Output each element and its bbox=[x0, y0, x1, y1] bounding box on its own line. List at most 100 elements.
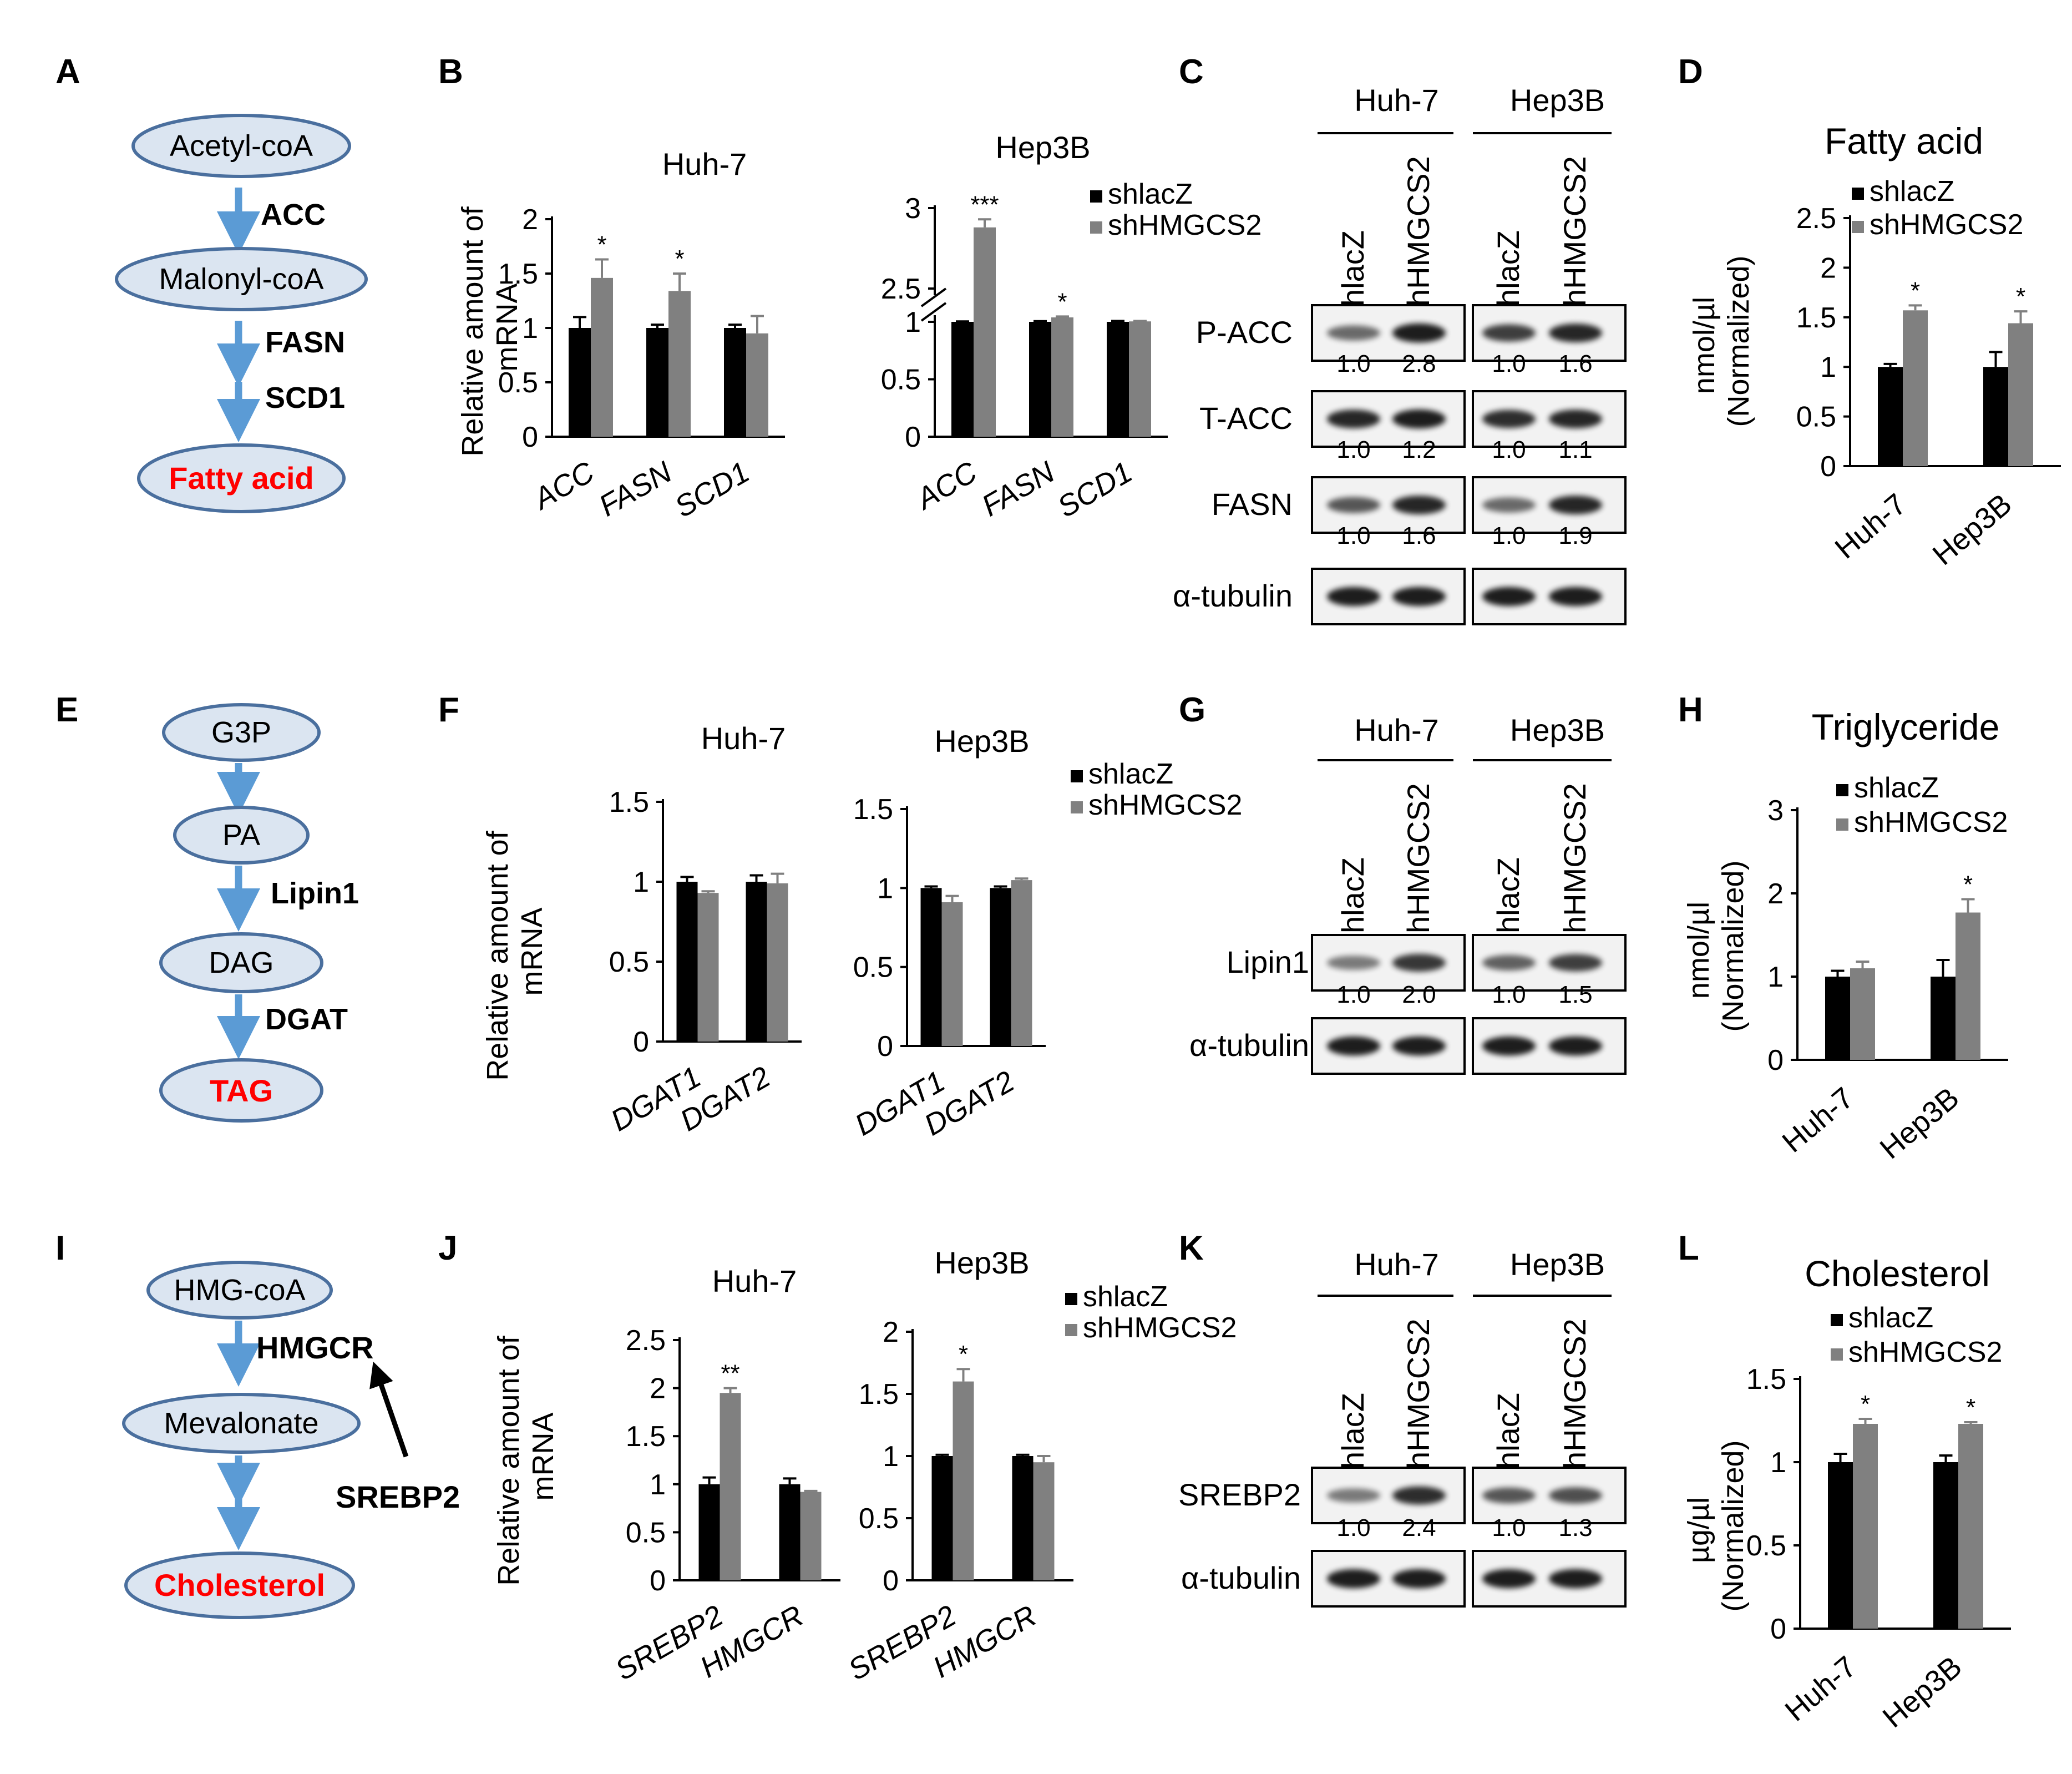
significance-marker: * bbox=[1911, 277, 1920, 304]
bar-shhmgcs2-huh7 bbox=[1850, 968, 1875, 1060]
y-tick-label: 1.5 bbox=[609, 786, 649, 818]
y-tick-label: 1.5 bbox=[853, 794, 893, 826]
bar-shlacz-dgat1 bbox=[920, 888, 942, 1046]
blot-band bbox=[1327, 1569, 1380, 1589]
blot-quantification: 1.6 bbox=[1402, 522, 1436, 549]
bar-shlacz-scd1 bbox=[1107, 322, 1129, 437]
panel-letter-f: F bbox=[438, 691, 459, 729]
panel-letter-a: A bbox=[55, 53, 80, 91]
category-label: Huh-7 bbox=[1776, 1081, 1860, 1159]
y-tick-label: 1.5 bbox=[626, 1421, 666, 1453]
legend-label: shHMGCS2 bbox=[1083, 1312, 1237, 1344]
svg-text:Malonyl-coA: Malonyl-coA bbox=[159, 262, 323, 296]
significance-marker: * bbox=[1861, 1391, 1870, 1418]
bar-shhmgcs2-dgat1 bbox=[941, 902, 963, 1046]
legend-label: shHMGCS2 bbox=[1108, 209, 1262, 241]
blot-quantification: 1.0 bbox=[1336, 350, 1370, 377]
y-tick-label: 1 bbox=[883, 1441, 899, 1473]
legend-label: shHMGCS2 bbox=[1854, 806, 2008, 838]
blot-lane-label: shHMGCS2 bbox=[1557, 156, 1592, 322]
blot-band bbox=[1482, 497, 1536, 513]
svg-text:HMG-coA: HMG-coA bbox=[174, 1273, 305, 1307]
legend-swatch-shlacz bbox=[1071, 770, 1083, 782]
blot-band bbox=[1482, 1487, 1536, 1504]
blot-cell-header: Huh-7 bbox=[1354, 712, 1439, 747]
bar-shhmgcs2-hep3b bbox=[1956, 912, 1980, 1060]
blot-lane-label: shlacZ bbox=[1491, 857, 1526, 949]
bar-shlacz-srebp2 bbox=[931, 1456, 953, 1580]
y-tick-label: 0.5 bbox=[853, 952, 893, 984]
blot-quantification: 1.0 bbox=[1336, 1514, 1370, 1541]
blot-quantification: 1.0 bbox=[1336, 436, 1370, 463]
bar-shlacz-fasn bbox=[1029, 322, 1051, 437]
significance-marker: *** bbox=[970, 191, 999, 218]
blot-lane-label: shHMGCS2 bbox=[1401, 1318, 1436, 1484]
bar-shlacz-acc bbox=[951, 322, 974, 437]
blot-lane-label: shHMGCS2 bbox=[1557, 1318, 1592, 1484]
blot-row-label: α-tubulin bbox=[1189, 1028, 1309, 1063]
y-axis-label: Relative amount of mRNA bbox=[492, 1327, 560, 1585]
y-axis-label: nmol/µl (Normalized) bbox=[1682, 860, 1750, 1032]
blot-band bbox=[1549, 324, 1602, 342]
y-axis-label: µg/µl (Normalized) bbox=[1682, 1440, 1750, 1611]
pathway-node-fatty-acid: Fatty acid bbox=[137, 443, 346, 513]
category-label: FASN bbox=[976, 455, 1061, 523]
legend-label: shHMGCS2 bbox=[1088, 789, 1242, 821]
blot-quantification: 2.0 bbox=[1402, 981, 1436, 1008]
panel-letter-k: K bbox=[1179, 1229, 1204, 1267]
blot-band bbox=[1482, 410, 1536, 428]
blot-row-label: Lipin1 bbox=[1227, 944, 1309, 979]
enzyme-label-scd1: SCD1 bbox=[265, 381, 345, 415]
panel-letter-g: G bbox=[1179, 691, 1205, 729]
blot-quantification: 1.2 bbox=[1402, 436, 1436, 463]
bar-shhmgcs2-srebp2 bbox=[720, 1393, 741, 1580]
bar-shhmgcs2-fasn bbox=[1051, 317, 1073, 437]
bar-shhmgcs2-huh7 bbox=[1903, 310, 1928, 466]
y-tick-label: 0.5 bbox=[609, 946, 649, 978]
blot-band bbox=[1549, 587, 1602, 607]
y-axis-label: nmol/µl (Normalized) bbox=[1688, 255, 1755, 427]
svg-text:G3P: G3P bbox=[211, 716, 271, 749]
legend-swatch-shhmgcs2 bbox=[1071, 801, 1083, 813]
category-label: SCD1 bbox=[669, 455, 755, 524]
bar-shlacz-fasn bbox=[646, 328, 668, 437]
enzyme-label-lipin1: Lipin1 bbox=[271, 877, 359, 910]
blot-band bbox=[1392, 1036, 1446, 1056]
y-tick-label: 0 bbox=[522, 421, 538, 453]
bar-shhmgcs2-hmgcr bbox=[1033, 1462, 1055, 1580]
significance-marker: * bbox=[1057, 288, 1067, 315]
blot-band bbox=[1392, 587, 1446, 607]
significance-marker: * bbox=[675, 245, 684, 272]
y-tick-label: 0 bbox=[1767, 1044, 1784, 1076]
pathway-node-malonyl-coa: Malonyl-coA bbox=[115, 247, 368, 311]
y-axis-label: Relative amount of mRNA bbox=[456, 198, 524, 456]
bar-shhmgcs2-scd1 bbox=[746, 333, 768, 437]
blot-quantification: 1.0 bbox=[1492, 436, 1526, 463]
category-label: Huh-7 bbox=[1779, 1650, 1862, 1728]
chart-title: Huh-7 bbox=[701, 721, 786, 756]
bar-shhmgcs2-hep3b bbox=[2008, 323, 2033, 466]
y-tick-label: 2 bbox=[522, 204, 538, 236]
blot-band bbox=[1327, 410, 1380, 428]
pathway-node-cholesterol: Cholesterol bbox=[124, 1551, 355, 1619]
pathway-node-acetyl-coa: Acetyl-coA bbox=[131, 114, 351, 178]
legend-swatch-shhmgcs2 bbox=[1090, 221, 1102, 234]
blot-band bbox=[1327, 956, 1380, 970]
significance-marker: * bbox=[1963, 871, 1973, 898]
blot-band bbox=[1482, 324, 1536, 342]
blot-quantification: 1.0 bbox=[1336, 981, 1370, 1008]
bar-shhmgcs2-srebp2 bbox=[953, 1381, 974, 1580]
y-tick-label: 0.5 bbox=[626, 1517, 666, 1549]
panel-letter-d: D bbox=[1678, 53, 1703, 91]
legend-swatch-shhmgcs2 bbox=[1065, 1324, 1077, 1336]
y-tick-label: 1 bbox=[905, 306, 921, 338]
y-tick-label: 0.5 bbox=[498, 367, 538, 399]
pathway-a: Acetyl-coA ACC Malonyl-coA FASN SCD1 Fat… bbox=[115, 114, 368, 513]
y-tick-label: 2.5 bbox=[1796, 203, 1836, 235]
